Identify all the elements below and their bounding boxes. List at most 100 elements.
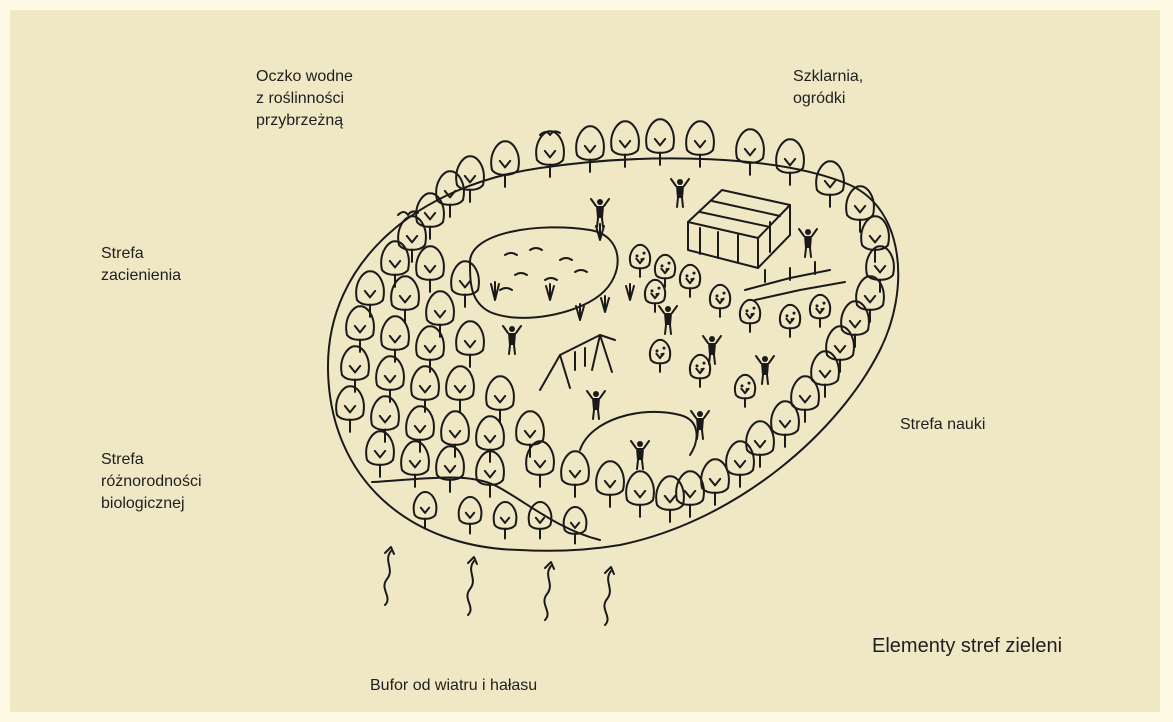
people-group (502, 178, 818, 470)
tree-icon (610, 120, 640, 168)
wind-arrow-icon (603, 566, 615, 626)
tree-icon (678, 263, 702, 298)
tree-icon (415, 325, 445, 373)
tree-icon (475, 415, 505, 463)
label-wind-buffer: Bufor od wiatru i hałasu (370, 677, 538, 694)
tree-icon (435, 445, 465, 493)
tree-icon (475, 450, 505, 498)
tree-icon (770, 400, 800, 448)
tree-icon (778, 303, 802, 338)
tree-icon (865, 245, 895, 293)
person-icon (702, 335, 722, 365)
tree-icon (415, 192, 445, 240)
tree-icon (370, 395, 400, 443)
tree-icon (625, 470, 655, 518)
pond-outline (469, 226, 619, 319)
tree-icon (560, 450, 590, 498)
tree-icon (457, 496, 483, 535)
tree-icon (700, 458, 730, 506)
tree-icon (415, 245, 445, 293)
tree-icon (708, 283, 732, 318)
tree-icon (653, 253, 677, 288)
wind-arrow-icon (466, 556, 478, 616)
tree-icon (425, 290, 455, 338)
person-icon (798, 228, 818, 258)
pond-ripples (499, 247, 588, 291)
tree-icon (380, 240, 410, 288)
tree-icon (655, 475, 685, 523)
tree-icon (575, 125, 605, 173)
person-icon (502, 325, 522, 355)
tree-icon (340, 345, 370, 393)
tree-icon (725, 440, 755, 488)
tree-icon (450, 260, 480, 308)
tree-icon (455, 320, 485, 368)
tree-icon (808, 293, 832, 328)
person-icon (586, 390, 606, 420)
tree-icon (440, 410, 470, 458)
tree-icon (445, 365, 475, 413)
person-icon (755, 355, 775, 385)
tree-icon (860, 215, 890, 263)
greenhouse-drawing (687, 189, 791, 269)
person-icon (658, 305, 678, 335)
reed-plants (490, 223, 635, 321)
wind-arrow-icon (543, 561, 555, 621)
label-biodiversity-zone: Strefa różnorodności biologicznej (101, 451, 202, 512)
person-icon (590, 198, 610, 228)
garden-beds (744, 261, 846, 301)
trees-group (335, 118, 895, 545)
label-greenhouse: Szklarnia, ogródki (793, 68, 864, 107)
tree-icon (628, 243, 652, 278)
tree-icon (688, 353, 712, 388)
figure-caption: Elementy stref zieleni (872, 635, 1063, 657)
tree-icon (485, 375, 515, 423)
person-icon (630, 440, 650, 470)
tree-icon (535, 130, 565, 178)
swing-drawing (539, 334, 616, 391)
wind-arrows (383, 546, 615, 626)
tree-icon (648, 338, 672, 373)
tree-icon (435, 170, 465, 218)
tree-icon (345, 305, 375, 353)
tree-icon (775, 138, 805, 186)
tree-icon (733, 373, 757, 408)
tree-icon (335, 385, 365, 433)
tree-icon (490, 140, 520, 188)
tree-icon (595, 460, 625, 508)
tree-icon (645, 118, 675, 166)
label-pond: Oczko wodne z roślinności przybrzeżną (256, 68, 353, 129)
garden-oval-outline (326, 157, 900, 552)
tree-icon (455, 155, 485, 203)
tree-icon (815, 160, 845, 208)
tree-icon (855, 275, 885, 323)
tree-icon (412, 491, 438, 530)
tree-icon (375, 355, 405, 403)
tree-icon (810, 350, 840, 398)
tree-icon (735, 128, 765, 176)
tree-icon (685, 120, 715, 168)
tree-icon (562, 506, 588, 545)
tree-icon (380, 315, 410, 363)
tree-icon (400, 440, 430, 488)
wind-arrow-icon (383, 546, 395, 606)
tree-icon (355, 270, 385, 318)
tree-icon (410, 365, 440, 413)
tree-icon (675, 470, 705, 518)
tree-icon (405, 405, 435, 453)
bird-icons (397, 130, 561, 216)
person-icon (670, 178, 690, 208)
tree-icon (527, 501, 553, 540)
tree-icon (365, 430, 395, 478)
label-learning-zone: Strefa nauki (900, 416, 986, 433)
tree-icon (390, 275, 420, 323)
tree-icon (790, 375, 820, 423)
person-icon (690, 410, 710, 440)
tree-icon (492, 501, 518, 540)
label-shade-zone: Strefa zacienienia (101, 245, 182, 284)
tree-icon (515, 410, 545, 458)
tree-icon (845, 185, 875, 233)
tree-icon (525, 440, 555, 488)
tree-icon (397, 215, 427, 263)
